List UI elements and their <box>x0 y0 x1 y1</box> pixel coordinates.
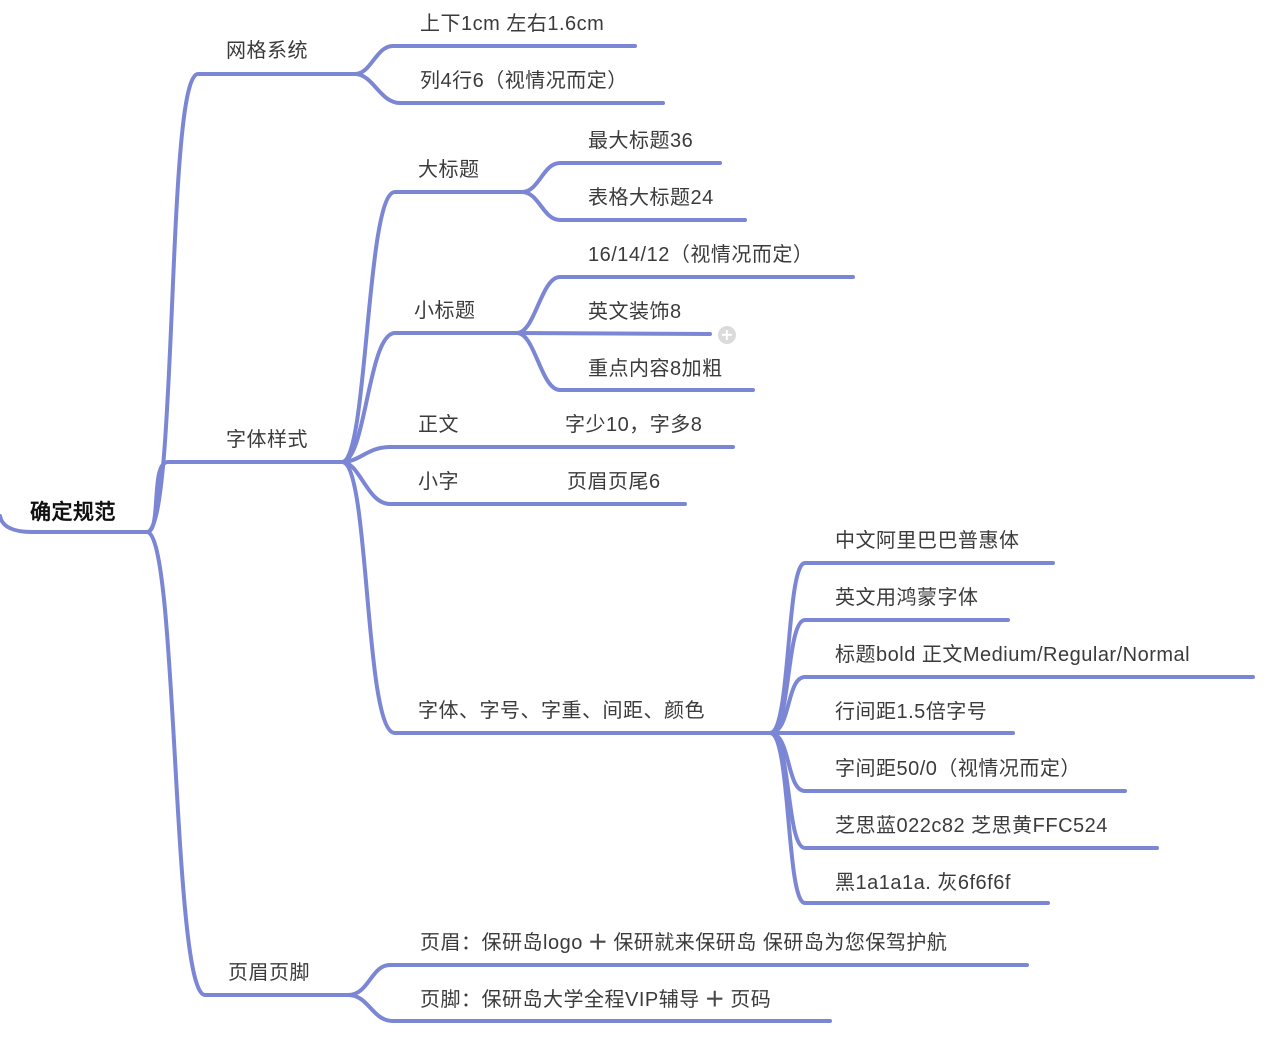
topic-brand-colors[interactable]: 芝思蓝022c82 芝思黄FFC524 <box>835 815 1108 837</box>
topic-sizes-16-14-12[interactable]: 16/14/12（视情况而定） <box>588 244 814 266</box>
topic-header-content[interactable]: 页眉：保研岛logo＋保研就来保研岛 保研岛为您保驾护航 <box>420 930 947 956</box>
topic-line-spacing[interactable]: 行间距1.5倍字号 <box>835 701 988 723</box>
topic-body-text[interactable]: 正文 <box>418 414 459 436</box>
topic-letter-spacing[interactable]: 字间距50/0（视情况而定） <box>835 758 1081 780</box>
topic-bold-content-8[interactable]: 重点内容8加粗 <box>588 358 723 380</box>
topic-footer-content[interactable]: 页脚：保研岛大学全程VIP辅导＋页码 <box>420 987 771 1013</box>
topic-header-footer[interactable]: 页眉页脚 <box>228 962 310 984</box>
topic-large-title[interactable]: 大标题 <box>418 159 480 181</box>
topic-font-specs[interactable]: 字体、字号、字重、间距、颜色 <box>418 700 705 722</box>
topic-grid-system[interactable]: 网格系统 <box>226 40 308 62</box>
topic-grid-columns[interactable]: 列4行6（视情况而定） <box>420 70 628 92</box>
topic-root[interactable]: 确定规范 <box>30 501 116 524</box>
topic-black-gray-colors[interactable]: 黑1a1a1a. 灰6f6f6f <box>835 872 1011 894</box>
plus-icon: ＋ <box>587 932 609 954</box>
topic-english-font[interactable]: 英文用鸿蒙字体 <box>835 587 979 609</box>
header-content-text2: 保研就来保研岛 保研岛为您保驾护航 <box>613 932 948 954</box>
topic-small-text-size[interactable]: 页眉页尾6 <box>567 471 661 493</box>
topic-english-decor-8[interactable]: 英文装饰8 <box>588 301 682 323</box>
plus-circle-icon[interactable] <box>718 326 736 344</box>
connector-group <box>0 44 1255 1023</box>
topic-chinese-font[interactable]: 中文阿里巴巴普惠体 <box>835 530 1020 552</box>
topic-font-weights[interactable]: 标题bold 正文Medium/Regular/Normal <box>835 644 1191 666</box>
footer-content-text: 页脚：保研岛大学全程VIP辅导 <box>420 989 700 1011</box>
topic-body-text-size[interactable]: 字少10，字多8 <box>565 414 703 436</box>
topic-font-style[interactable]: 字体样式 <box>226 429 308 451</box>
topic-small-text[interactable]: 小字 <box>418 471 459 493</box>
topic-table-title-24[interactable]: 表格大标题24 <box>588 187 714 209</box>
topic-max-title-36[interactable]: 最大标题36 <box>588 130 694 152</box>
topic-small-title[interactable]: 小标题 <box>414 300 476 322</box>
header-content-text: 页眉：保研岛logo <box>420 932 583 954</box>
plus-icon: ＋ <box>704 989 726 1011</box>
footer-content-text2: 页码 <box>730 989 772 1011</box>
topic-grid-margins[interactable]: 上下1cm 左右1.6cm <box>420 13 605 35</box>
